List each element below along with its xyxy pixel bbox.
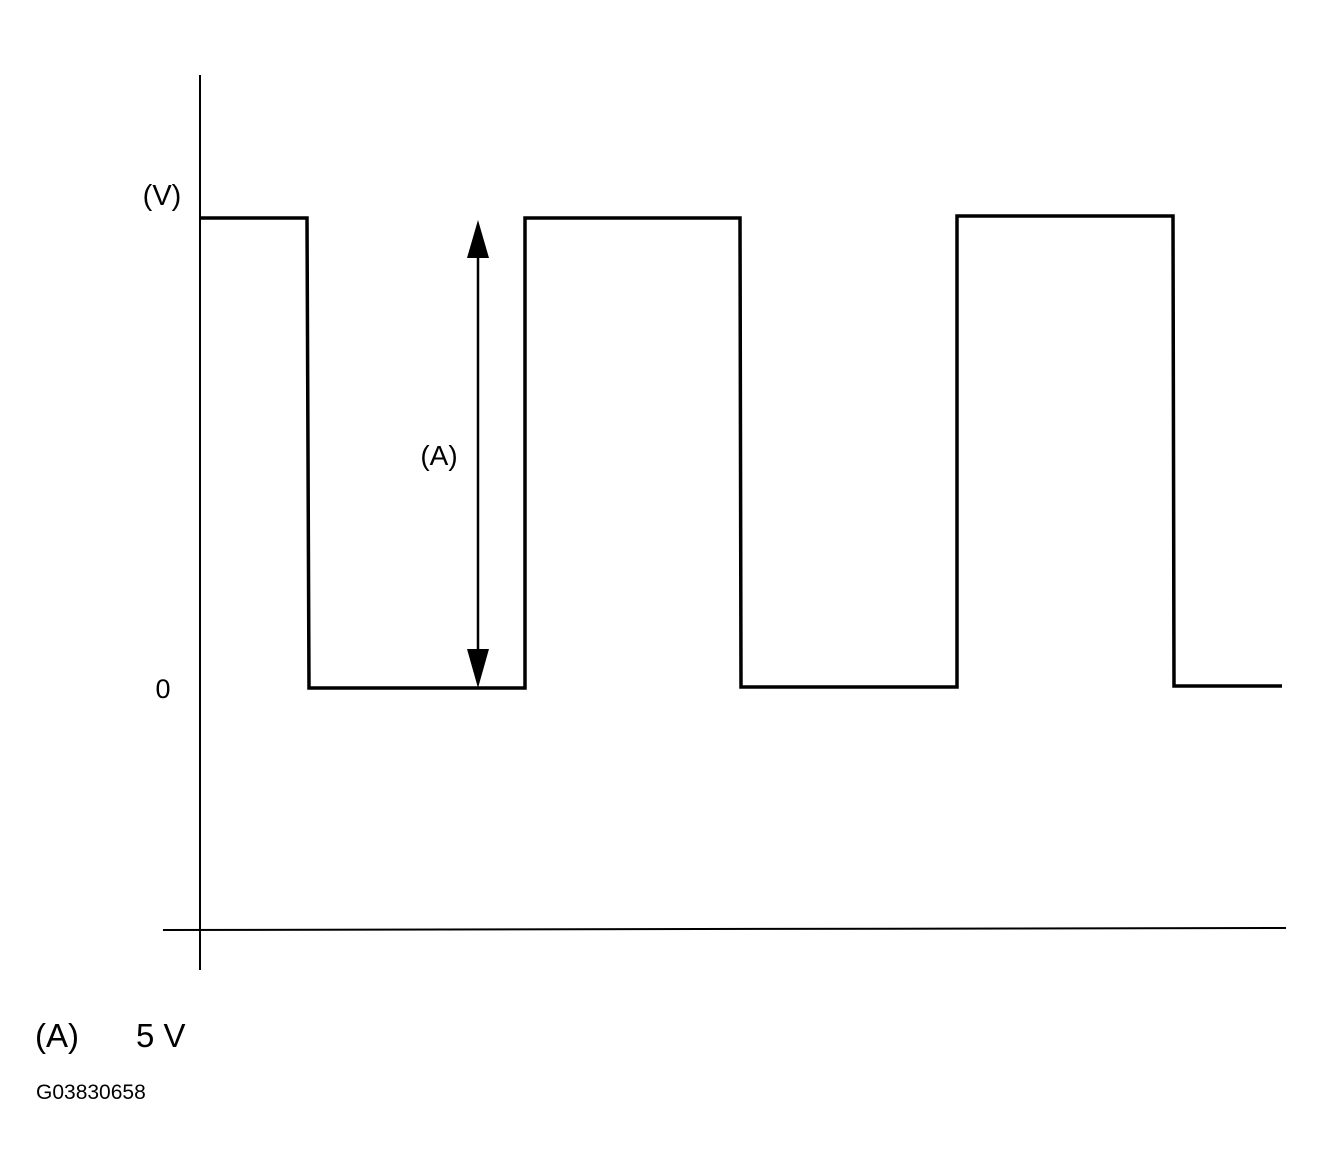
amplitude-arrow: [467, 220, 489, 688]
amplitude-marker-label: (A): [420, 440, 457, 471]
arrow-head-down-icon: [467, 649, 489, 688]
x-axis-line: [162, 927, 1287, 931]
y-axis-unit-label: (V): [143, 180, 182, 212]
zero-level-label: 0: [155, 674, 170, 704]
legend-key: (A): [35, 1017, 79, 1054]
square-waveform: [200, 214, 1282, 690]
legend-value: 5 V: [136, 1017, 186, 1054]
figure-id: G03830658: [36, 1081, 146, 1104]
arrow-head-up-icon: [467, 220, 489, 258]
